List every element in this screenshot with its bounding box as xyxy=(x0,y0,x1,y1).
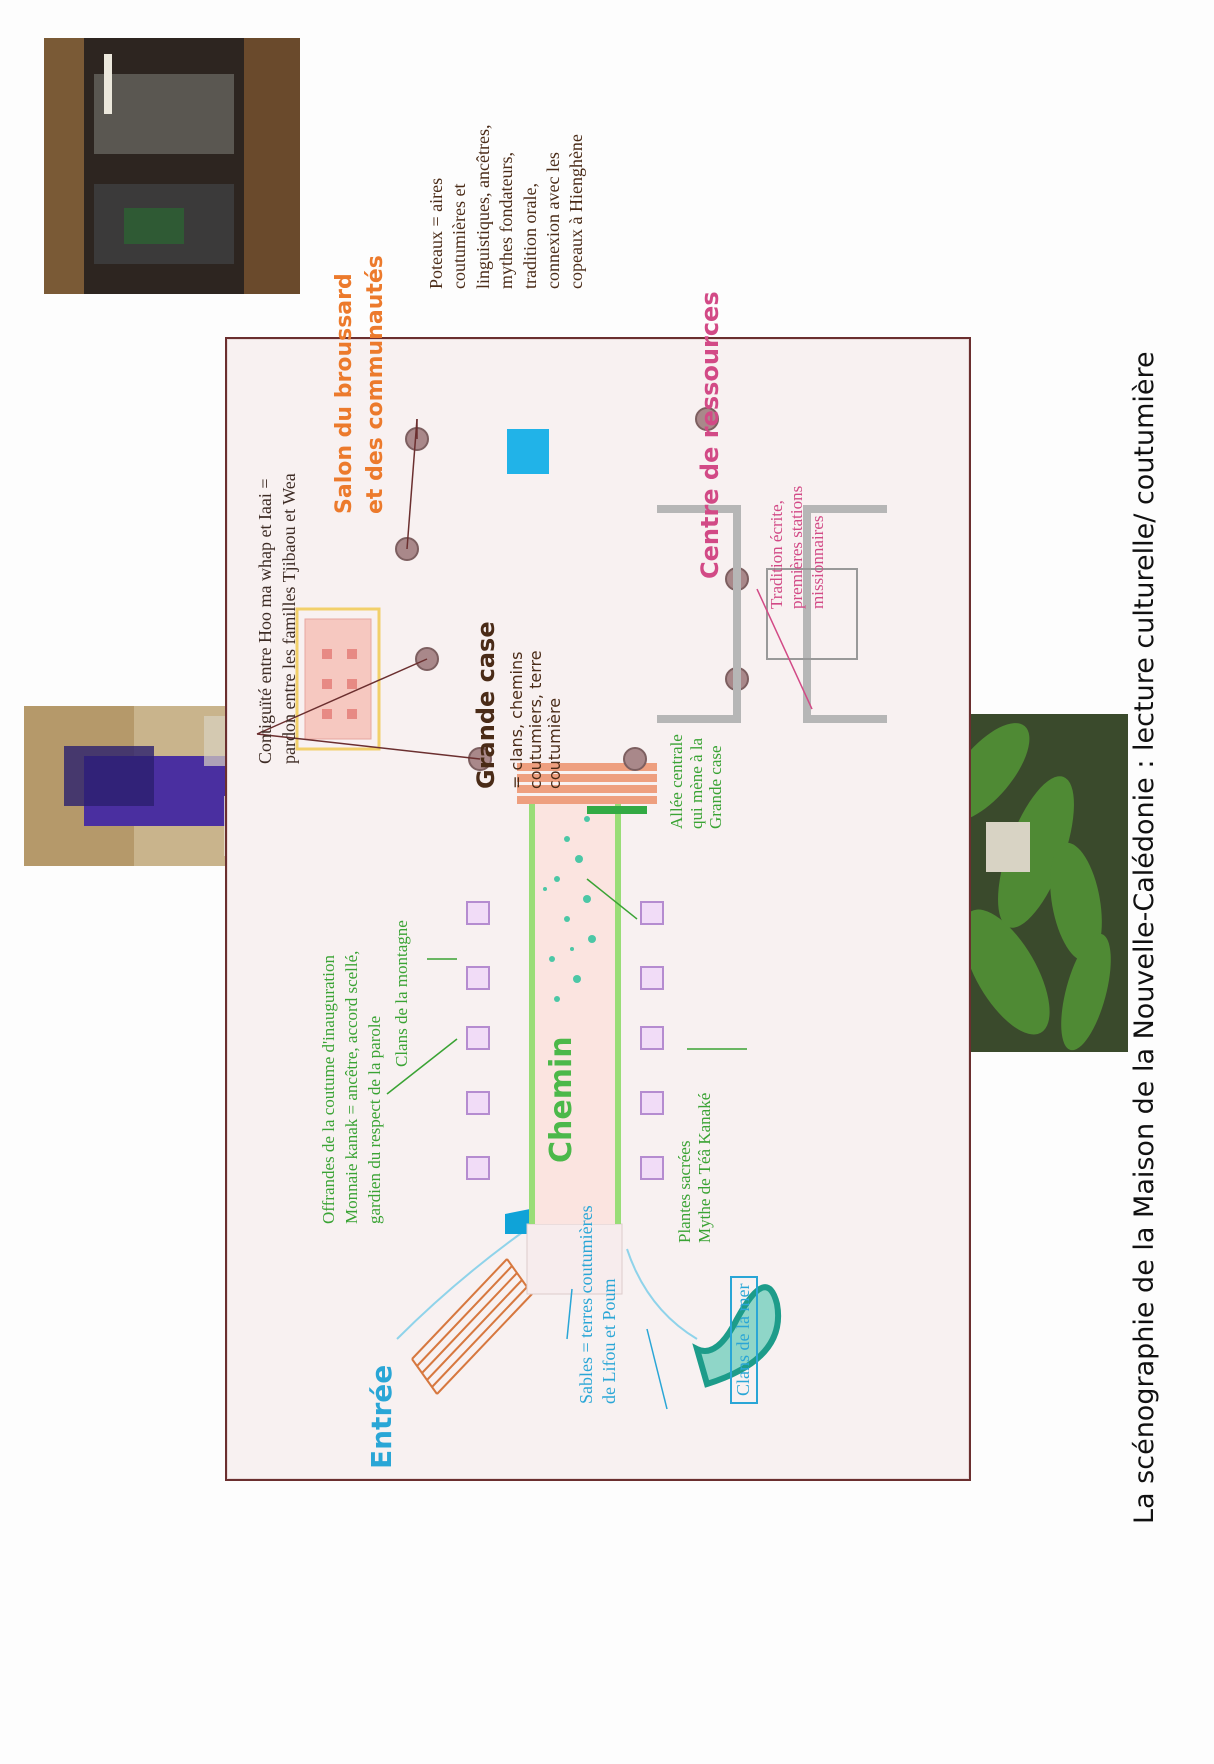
allee-line-1: Allée centrale xyxy=(667,734,686,829)
allee-label: Allée centrale qui mène à la Grande case xyxy=(667,734,726,829)
tradition-line-1: Tradition écrite, xyxy=(767,500,786,609)
salon-line-1: Salon du broussard xyxy=(332,273,357,514)
poteaux-line-2: coutumières et xyxy=(449,183,470,289)
page-title: La scénographie de la Maison de la Nouve… xyxy=(1129,351,1160,1524)
grande-case-desc-3: coutumière xyxy=(545,697,565,789)
sables-line-1: Sables = terres coutumières xyxy=(576,1205,596,1404)
tradition-line-3: missionnaires xyxy=(807,515,827,610)
allee-line-3: Grande case xyxy=(706,745,726,829)
tradition-label: Tradition écrite, premières stations mis… xyxy=(767,486,828,609)
poteaux-line-3: linguistiques, ancêtres, xyxy=(472,124,493,289)
allee-line-2: qui mène à la xyxy=(686,737,706,829)
salon-line-2: et des communautés xyxy=(362,255,388,514)
offrandes-line-2: Monnaie kanak = ancêtre, accord scellé, xyxy=(341,950,361,1224)
centre-label: Centre de ressources xyxy=(696,291,724,579)
clans-mer-label: Clans de la mer xyxy=(730,1275,758,1404)
grande-case-label: Grande case xyxy=(472,621,500,789)
photo-wooden-posts xyxy=(44,38,300,294)
clans-montagne-label: Clans de la montagne xyxy=(392,920,411,1067)
plan-panel: Entrée Chemin Clans de la montagne Allée… xyxy=(225,291,971,1481)
grande-case-desc-2: coutumiers, terre xyxy=(526,650,546,789)
contiguite-label: Contiguïté entre Hoo ma whap et Iaai = p… xyxy=(253,473,302,764)
entree-label: Entrée xyxy=(365,1364,398,1469)
contiguite-line-1: Contiguïté entre Hoo ma whap et Iaai = xyxy=(255,478,275,764)
offrandes-line-1: Offrandes de la coutume d'inauguration xyxy=(319,955,338,1224)
chemin-label: Chemin xyxy=(544,1036,579,1163)
poteaux-label: Poteaux = aires coutumières et linguisti… xyxy=(425,125,589,289)
poteaux-line-4: mythes fondateurs, xyxy=(496,152,517,289)
contiguite-line-2: pardon entre les familles Tjibaou et Wea xyxy=(279,473,300,764)
grande-case-desc-1: = clans, chemins xyxy=(507,651,526,789)
offrandes-line-3: gardien du respect de la parole xyxy=(364,1015,384,1224)
offrandes-label: Offrandes de la coutume d'inauguration M… xyxy=(318,951,387,1224)
sables-label: Sables = terres coutumières de Lifou et … xyxy=(575,1205,622,1404)
poteaux-line-5: tradition orale, xyxy=(519,183,540,289)
sables-line-2: de Lifou et Poum xyxy=(599,1278,620,1404)
tradition-line-2: premières stations xyxy=(787,485,807,609)
plantes-label: Plantes sacrées Mythe de Téâ Kanaké xyxy=(675,1093,714,1243)
grande-case-desc: = clans, chemins coutumiers, terre coutu… xyxy=(507,650,565,789)
poteaux-line-1: Poteaux = aires xyxy=(426,177,446,289)
salon-label: Salon du broussard et des communautés xyxy=(330,255,392,514)
plantes-line-2: Mythe de Téâ Kanaké xyxy=(694,1092,714,1243)
plantes-line-1: Plantes sacrées xyxy=(675,1140,694,1243)
poteaux-line-7: copeaux à Hienghène xyxy=(566,134,587,289)
poteaux-line-6: connexion avec les xyxy=(542,152,563,289)
